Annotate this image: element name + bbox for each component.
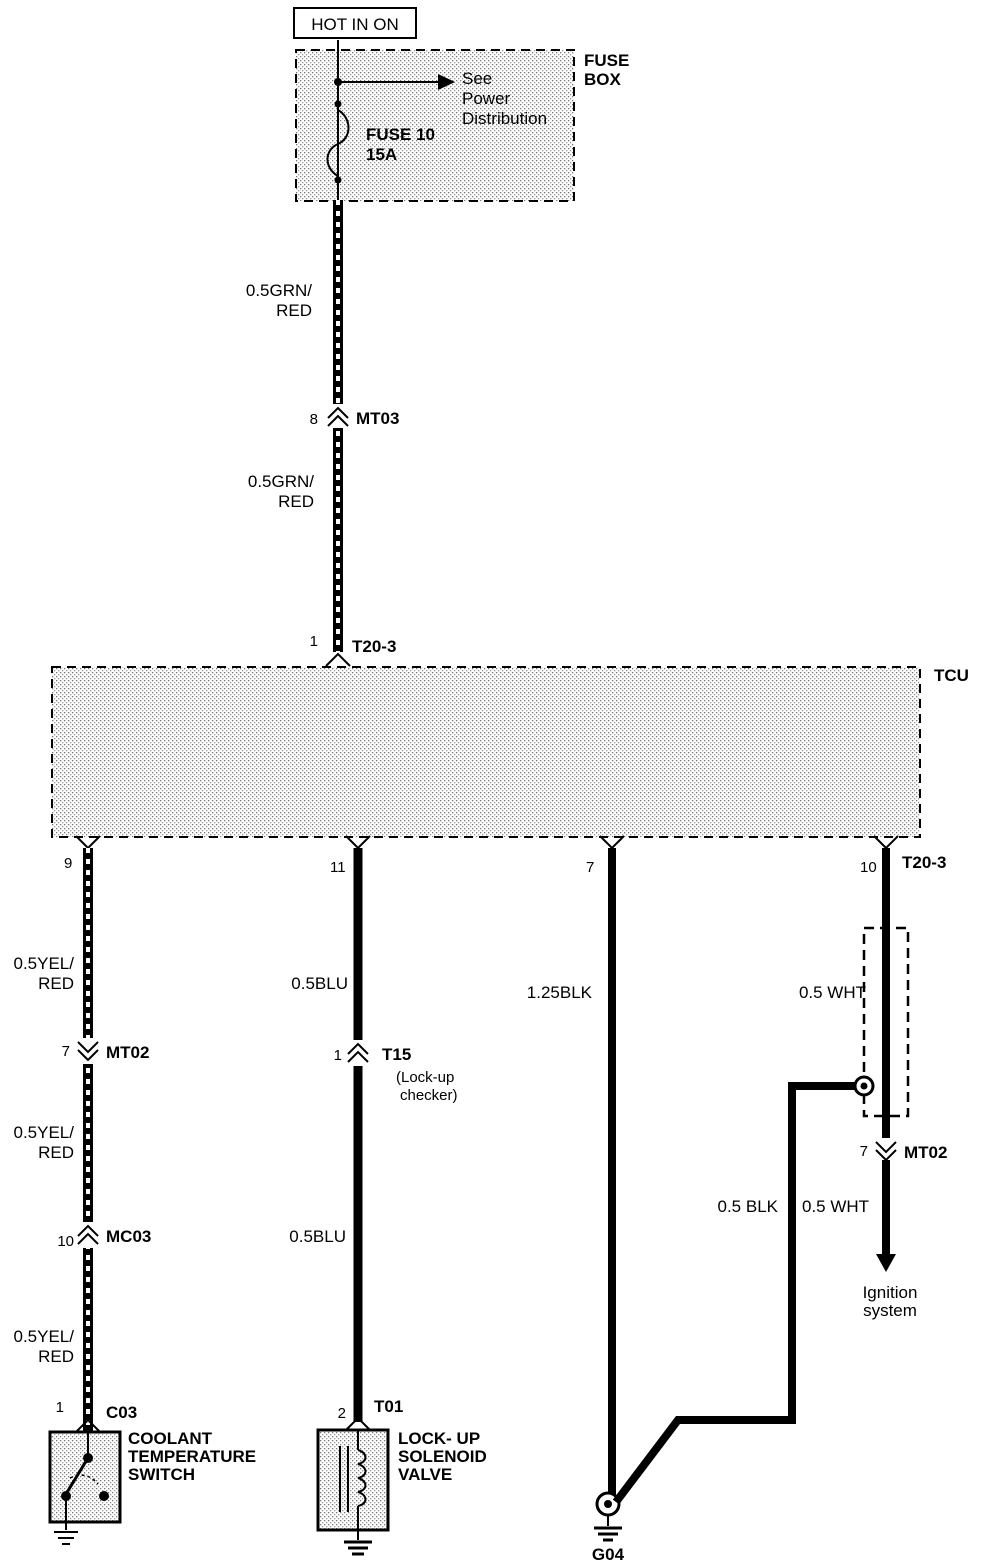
power-source-label: HOT IN ON [311,15,399,34]
connector-c03: C03 [106,1403,137,1422]
ignition-system-label: Ignition [863,1283,918,1302]
wire-blk-shield: 0.5 BLK [612,1082,864,1505]
wire-wht: 0.5 WHT 7 MT02 0.5 WHT Ignition system [799,848,947,1320]
tcu-label: TCU [934,666,969,685]
wire-label: 0.5GRN/ [248,472,314,491]
fuse-box-name: FUSE [584,51,629,70]
connector-pin: 8 [310,411,318,428]
wire-label: RED [276,301,312,320]
connector-pin: 2 [338,1405,346,1422]
wire-yel-red: 0.5YEL/ RED 7 MT02 0.5YEL/ RED 10 MC03 0… [14,848,151,1433]
wire-label: 0.5 BLK [718,1197,779,1216]
fuse-name: FUSE 10 [366,125,435,144]
fuse-icon [326,109,350,177]
connector-pin: 10 [860,859,877,876]
wire-label: 0.5 WHT [802,1197,869,1216]
wire-blu: 0.5BLU 1 T15 (Lock-up checker) 0.5BLU 2 … [289,848,458,1431]
coil-icon [357,1449,367,1507]
connector-pin: 1 [310,633,318,650]
connector-pin: 1 [56,1399,64,1416]
wire-label: 0.5GRN/ [246,281,312,300]
coolant-switch-label-3: SWITCH [128,1465,195,1484]
coolant-switch-label: COOLANT [128,1429,213,1448]
wire-label: 0.5YEL/ [14,1327,75,1346]
arrow-down-icon [876,1254,896,1272]
arrow-right-icon [438,74,455,90]
connector-t15-note: (Lock-up [396,1069,454,1086]
wire-label: RED [278,492,314,511]
connector-pin: 7 [586,859,594,876]
see-power-distribution-2: Power [462,89,511,108]
see-power-distribution-3: Distribution [462,109,547,128]
coolant-switch-label-2: TEMPERATURE [128,1447,256,1466]
fuse-box: FUSE BOX See Power Distribution FUSE 10 … [295,40,629,202]
fuse-box-name-2: BOX [584,70,622,89]
lockup-valve-label-3: VALVE [398,1465,452,1484]
wire-label: 0.5YEL/ [14,1123,75,1142]
connector-t15-note-2: checker) [400,1087,458,1104]
wire-blk-ground: 1.25BLK G04 [527,848,625,1564]
connector-pin: 10 [57,1233,74,1250]
shield-box [862,926,910,1118]
lockup-solenoid-valve: LOCK- UP SOLENOID VALVE [316,1428,487,1556]
fuse-rating: 15A [366,145,397,164]
connector-pin: 11 [330,859,346,876]
coolant-temperature-switch: COOLANT TEMPERATURE SWITCH [48,1429,256,1545]
tcu-module: TCU 9 11 7 10 T20-3 [51,666,969,876]
connector-pin: 9 [64,855,72,872]
connector-t20-top: T20-3 [352,637,396,656]
ground-g04-label: G04 [592,1545,625,1564]
see-power-distribution: See [462,69,492,88]
wire-label: 0.5 WHT [799,983,866,1002]
wire-label: 0.5BLU [291,974,348,993]
wire-label: RED [38,1143,74,1162]
connector-t15: T15 [382,1045,411,1064]
connector-mt03: MT03 [356,409,399,428]
connector-mc03: MC03 [106,1227,151,1246]
connector-pin: 7 [860,1143,868,1160]
wire-label: RED [38,974,74,993]
connector-t01: T01 [374,1397,403,1416]
wire-label: 1.25BLK [527,983,593,1002]
connector-pin: 7 [62,1043,70,1060]
power-source: HOT IN ON [293,7,417,39]
connector-pin: 1 [334,1047,342,1064]
lockup-valve-label: LOCK- UP [398,1429,480,1448]
wire-label: RED [38,1347,74,1366]
connector-mt02-left: MT02 [106,1043,149,1062]
lockup-valve-label-2: SOLENOID [398,1447,487,1466]
wire-label: 0.5YEL/ [14,954,75,973]
wire-label: 0.5BLU [289,1227,346,1246]
ignition-system-label-2: system [863,1301,917,1320]
connector-mt02-right: MT02 [904,1143,947,1162]
wire-grn-red: 0.5GRN/ RED 8 MT03 0.5GRN/ RED 1 T20-3 [246,200,399,667]
connector-t20-bottom: T20-3 [902,853,946,872]
